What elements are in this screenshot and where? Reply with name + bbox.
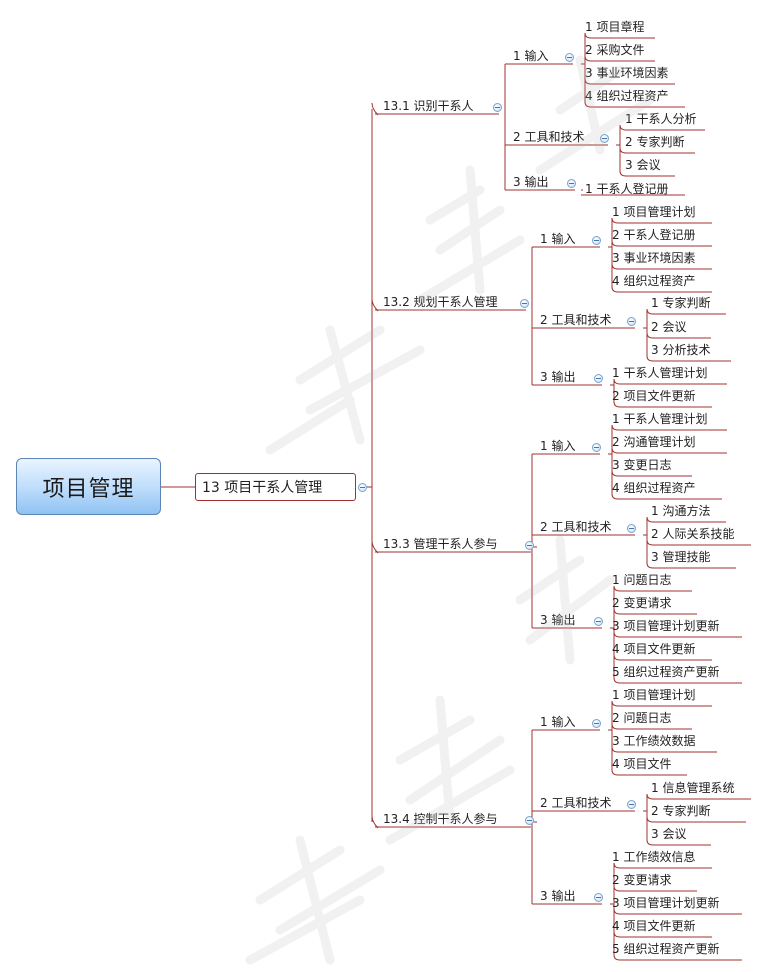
leaf-item[interactable]: 3 事业环境因素 [612,251,696,265]
collapse-toggle-icon[interactable] [592,443,601,452]
leaf-item[interactable]: 3 工作绩效数据 [612,734,696,748]
collapse-toggle-icon[interactable] [565,53,574,62]
group-label[interactable]: 3 输出 [540,613,576,627]
leaf-item[interactable]: 4 组织过程资产 [585,89,669,103]
leaf-item[interactable]: 4 项目文件更新 [612,919,696,933]
leaf-item[interactable]: 2 变更请求 [612,596,672,610]
collapse-toggle-icon[interactable] [594,374,603,383]
collapse-toggle-icon[interactable] [600,134,609,143]
collapse-toggle-icon[interactable] [592,719,601,728]
leaf-item[interactable]: 1 项目章程 [585,20,645,34]
leaf-item[interactable]: 1 项目管理计划 [612,688,696,702]
collapse-toggle-icon[interactable] [627,800,636,809]
group-label[interactable]: 3 输出 [513,175,549,189]
process-title[interactable]: 13.2 规划干系人管理 [383,295,498,309]
leaf-item[interactable]: 5 组织过程资产更新 [612,942,720,956]
group-label[interactable]: 1 输入 [540,439,576,453]
leaf-item[interactable]: 1 干系人分析 [625,112,697,126]
group-label[interactable]: 1 输入 [513,49,549,63]
leaf-item[interactable]: 1 干系人管理计划 [612,412,708,426]
leaf-item[interactable]: 4 组织过程资产 [612,274,696,288]
group-label[interactable]: 3 输出 [540,889,576,903]
leaf-item[interactable]: 4 组织过程资产 [612,481,696,495]
leaf-item[interactable]: 1 问题日志 [612,573,672,587]
collapse-toggle-icon[interactable] [594,893,603,902]
leaf-item[interactable]: 4 项目文件 [612,757,672,771]
leaf-item[interactable]: 5 组织过程资产更新 [612,665,720,679]
process-title[interactable]: 13.1 识别干系人 [383,99,474,113]
leaf-item[interactable]: 3 项目管理计划更新 [612,896,720,910]
leaf-item[interactable]: 1 信息管理系统 [651,781,735,795]
leaf-item[interactable]: 3 变更日志 [612,458,672,472]
leaf-item[interactable]: 3 会议 [651,827,687,841]
collapse-toggle-icon[interactable] [627,524,636,533]
leaf-item[interactable]: 2 变更请求 [612,873,672,887]
leaf-item[interactable]: 2 人际关系技能 [651,527,735,541]
leaf-item[interactable]: 1 沟通方法 [651,504,711,518]
leaf-item[interactable]: 1 干系人管理计划 [612,366,708,380]
group-label[interactable]: 2 工具和技术 [540,313,612,327]
leaf-item[interactable]: 2 干系人登记册 [612,228,696,242]
group-label[interactable]: 3 输出 [540,370,576,384]
leaf-item[interactable]: 2 采购文件 [585,43,645,57]
leaf-item[interactable]: 2 项目文件更新 [612,389,696,403]
collapse-toggle-icon[interactable] [592,236,601,245]
leaf-item[interactable]: 1 工作绩效信息 [612,850,696,864]
leaf-item[interactable]: 2 专家判断 [651,804,711,818]
leaf-item[interactable]: 3 会议 [625,158,661,172]
process-title[interactable]: 13.3 管理干系人参与 [383,537,498,551]
leaf-item[interactable]: 3 项目管理计划更新 [612,619,720,633]
collapse-toggle-icon[interactable] [525,816,534,825]
leaf-item[interactable]: 1 专家判断 [651,296,711,310]
group-label[interactable]: 2 工具和技术 [513,130,585,144]
collapse-toggle-icon[interactable] [627,317,636,326]
leaf-item[interactable]: 2 问题日志 [612,711,672,725]
root-node[interactable]: 项目管理 [16,458,161,515]
collapse-toggle-icon[interactable] [525,541,534,550]
leaf-item[interactable]: 4 项目文件更新 [612,642,696,656]
leaf-item[interactable]: 3 事业环境因素 [585,66,669,80]
leaf-item[interactable]: 2 专家判断 [625,135,685,149]
leaf-item[interactable]: 1 干系人登记册 [585,182,669,196]
group-label[interactable]: 2 工具和技术 [540,520,612,534]
collapse-toggle-icon[interactable] [358,483,367,492]
topic-node[interactable]: 13 项目干系人管理 [195,473,356,501]
leaf-item[interactable]: 1 项目管理计划 [612,205,696,219]
leaf-item[interactable]: 3 管理技能 [651,550,711,564]
group-label[interactable]: 1 输入 [540,715,576,729]
collapse-toggle-icon[interactable] [493,103,502,112]
leaf-item[interactable]: 2 沟通管理计划 [612,435,696,449]
group-label[interactable]: 1 输入 [540,232,576,246]
leaf-item[interactable]: 2 会议 [651,320,687,334]
collapse-toggle-icon[interactable] [520,299,529,308]
leaf-item[interactable]: 3 分析技术 [651,343,711,357]
group-label[interactable]: 2 工具和技术 [540,796,612,810]
collapse-toggle-icon[interactable] [594,617,603,626]
collapse-toggle-icon[interactable] [567,179,576,188]
process-title[interactable]: 13.4 控制干系人参与 [383,812,498,826]
